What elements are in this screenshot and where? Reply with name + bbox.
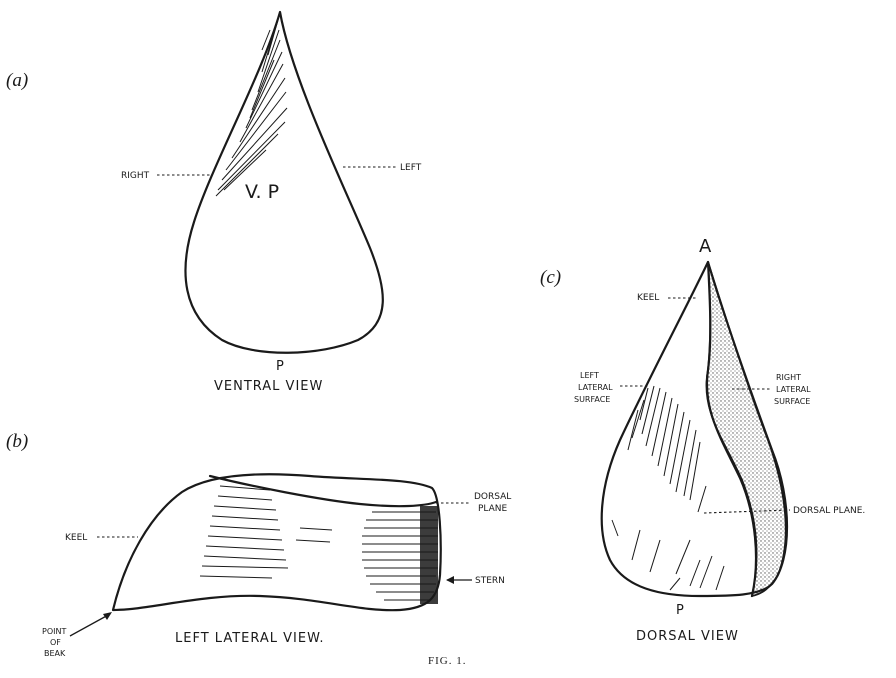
dorsal-view-title: DORSAL VIEW (636, 629, 739, 644)
label-beak-3: BEAK (44, 649, 66, 658)
ventral-hatching (216, 20, 287, 196)
ventral-bottom-label: P (276, 359, 284, 374)
lateral-view-title: LEFT LATERAL VIEW. (175, 631, 325, 646)
label-beak-1: POINT (42, 627, 66, 636)
label-left: LEFT (400, 163, 422, 173)
arrow-beak-head (103, 612, 112, 620)
panel-c-dorsal-view: (c) A (540, 236, 865, 644)
label-dorsal-1: DORSAL (474, 492, 511, 502)
label-dorsal-2: PLANE (478, 504, 508, 514)
label-right-lateral-3: SURFACE (774, 397, 810, 406)
label-right-lateral-1: RIGHT (776, 373, 801, 382)
dorsal-bottom-label: P (676, 603, 684, 618)
ventral-outline (185, 12, 382, 353)
lateral-hatching-left (200, 486, 332, 578)
right-lateral-surface (706, 262, 785, 596)
label-left-lateral-3: SURFACE (574, 395, 610, 404)
dorsal-hatching (612, 386, 724, 590)
dorsal-apex-label: A (699, 236, 712, 257)
panel-a-ventral-view: (a) V. P RIGHT LEFT P VENTRAL VIEW (6, 12, 422, 394)
label-keel-lateral: KEEL (65, 533, 87, 543)
ventral-center-label: V. P (245, 181, 279, 203)
panel-b-left-lateral-view: (b) (6, 431, 511, 658)
panel-a-tag: (a) (6, 70, 28, 91)
label-keel-dorsal: KEEL (637, 293, 659, 303)
arrow-beak-line (70, 614, 110, 636)
label-right: RIGHT (121, 171, 150, 181)
arrow-stern-head (446, 576, 454, 584)
panel-c-tag: (c) (540, 267, 561, 288)
label-dorsal-plane: DORSAL PLANE. (793, 506, 865, 516)
figure-caption: FIG. 1. (428, 655, 466, 667)
lateral-outline (113, 474, 441, 610)
ventral-view-title: VENTRAL VIEW (214, 379, 323, 394)
label-right-lateral-2: LATERAL (776, 385, 811, 394)
label-stern: STERN (475, 576, 505, 586)
panel-b-tag: (b) (6, 431, 28, 452)
label-left-lateral-1: LEFT (580, 371, 599, 380)
label-left-lateral-2: LATERAL (578, 383, 613, 392)
label-beak-2: OF (50, 638, 61, 647)
lateral-hatching-stern (362, 506, 438, 604)
